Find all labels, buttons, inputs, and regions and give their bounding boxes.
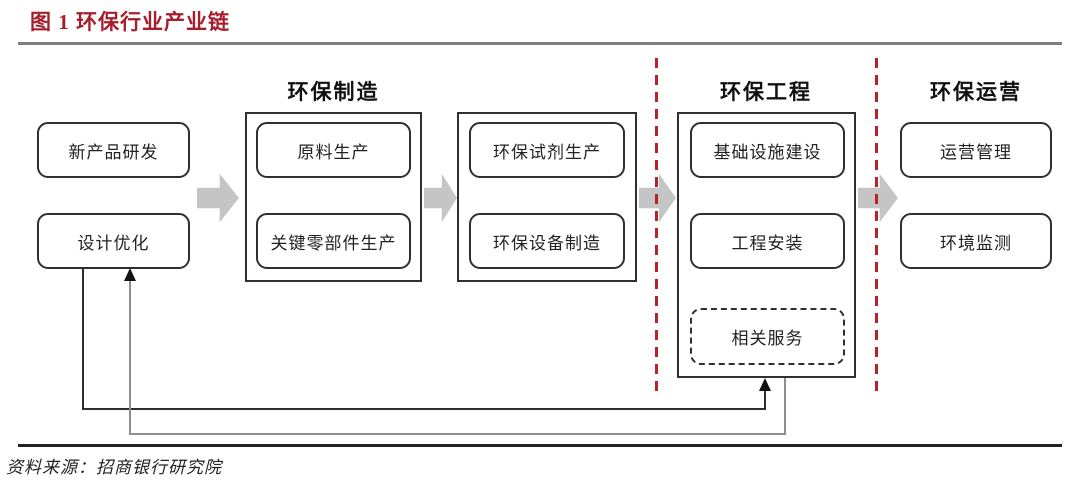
node-key-components-production: 关键零部件生产 <box>256 213 411 269</box>
feedback-forward-arrowhead-icon <box>759 378 771 391</box>
node-operation-management: 运营管理 <box>900 122 1052 178</box>
title-divider-line <box>18 42 1062 45</box>
section-header-manufacturing: 环保制造 <box>287 80 380 104</box>
footer-divider-line <box>18 444 1062 447</box>
group-box-engineering <box>677 112 856 378</box>
node-design-optimization: 设计优化 <box>37 213 190 269</box>
node-raw-material-production: 原料生产 <box>256 122 411 178</box>
node-infrastructure-construction: 基础设施建设 <box>690 122 845 178</box>
node-equipment-manufacturing: 环保设备制造 <box>469 213 625 269</box>
node-engineering-installation: 工程安装 <box>690 213 845 269</box>
node-new-product-rd: 新产品研发 <box>37 122 190 178</box>
stage-separator-right <box>875 58 878 392</box>
section-header-operations: 环保运营 <box>930 80 1022 104</box>
feedback-forward-line-horizontal <box>82 408 766 410</box>
feedback-return-line-vertical-right <box>784 378 786 435</box>
feedback-return-line-vertical-left <box>129 281 131 435</box>
feedback-return-line-horizontal <box>129 433 786 435</box>
figure-title: 图 1 环保行业产业链 <box>30 10 230 34</box>
node-reagent-production: 环保试剂生产 <box>469 122 625 178</box>
feedback-return-arrowhead-icon <box>124 268 136 281</box>
group-box-manufacturing-downstream <box>457 112 637 282</box>
flow-arrow-1-icon <box>197 173 239 223</box>
node-related-services: 相关服务 <box>690 308 845 365</box>
stage-separator-left <box>655 58 658 392</box>
flow-arrow-2-icon <box>424 173 457 223</box>
feedback-forward-line-vertical-right <box>764 390 766 410</box>
flow-arrow-4-icon <box>858 173 898 223</box>
section-header-engineering: 环保工程 <box>720 80 812 104</box>
node-environment-monitoring: 环境监测 <box>900 213 1052 269</box>
group-box-manufacturing-upstream <box>245 112 422 282</box>
source-note: 资料来源：招商银行研究院 <box>6 458 222 477</box>
feedback-forward-line-vertical-left <box>82 268 84 410</box>
